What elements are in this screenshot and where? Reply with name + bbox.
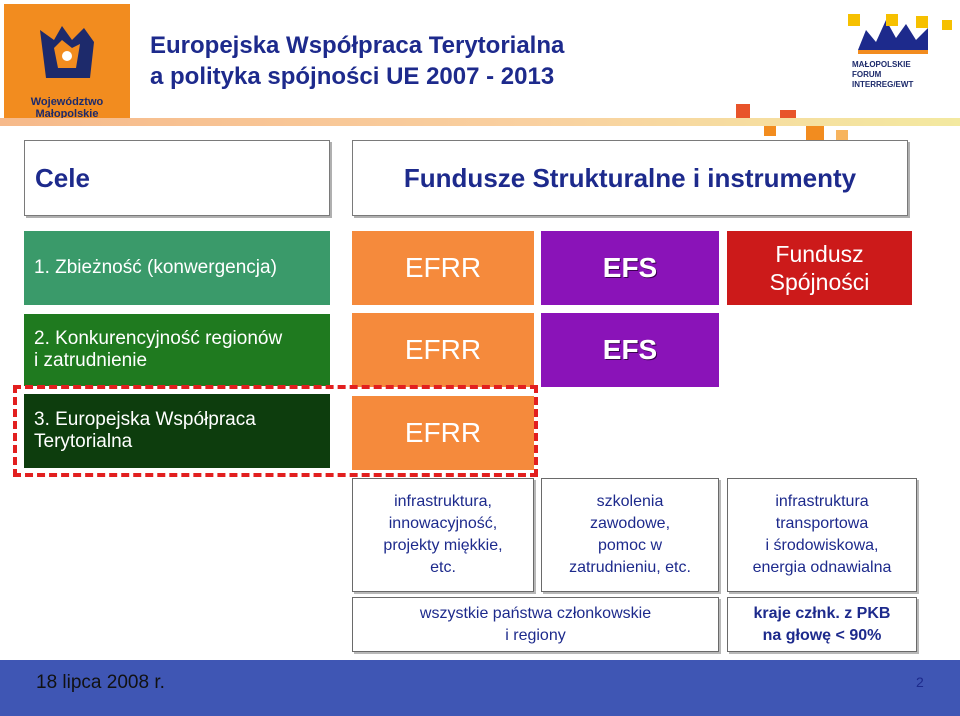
goals-heading: Cele xyxy=(24,140,330,216)
efrr-description-line: infrastruktura, xyxy=(394,493,492,510)
cohesion-fund-line-2: Spójności xyxy=(769,269,870,295)
footer-bar xyxy=(0,660,960,716)
decor-square xyxy=(916,16,928,28)
forum-logo: MAŁOPOLSKIE FORUM INTERREG/EWT xyxy=(848,12,944,104)
objective-2-line-1: 2. Konkurencyjność regionów xyxy=(34,328,283,349)
efs-description-line: zawodowe, xyxy=(589,515,671,532)
header-divider xyxy=(0,118,960,126)
cohesion-fund-box: Fundusz Spójności xyxy=(727,231,912,305)
efs-description: szkolenia zawodowe, pomoc w zatrudnieniu… xyxy=(541,478,719,592)
territorial-highlight-frame xyxy=(13,385,538,477)
forum-logo-line-1: MAŁOPOLSKIE xyxy=(852,60,911,69)
forum-logo-line-3: INTERREG/EWT xyxy=(852,80,914,89)
cohesion-description-line: i środowiskowa, xyxy=(765,537,879,554)
efs-box-convergence: EFS xyxy=(541,231,719,305)
structural-eligibility-line: wszystkie państwa członkowskie xyxy=(419,604,652,622)
efrr-box-territorial: EFRR xyxy=(352,396,534,470)
page-title: Europejska Współpraca Terytorialna a pol… xyxy=(150,30,750,92)
efrr-description: infrastruktura, innowacyjność, projekty … xyxy=(352,478,534,592)
cohesion-eligibility: kraje człnk. z PKB na głowę < 90% xyxy=(727,597,917,652)
objective-territorial-cooperation: 3. Europejska Współpraca Terytorialna xyxy=(24,394,330,468)
cohesion-eligibility-line: na głowę < 90% xyxy=(762,626,882,644)
footer-date: 18 lipca 2008 r. xyxy=(36,672,165,693)
structural-eligibility: wszystkie państwa członkowskie i regiony xyxy=(352,597,719,652)
funds-heading: Fundusze Strukturalne i instrumenty xyxy=(352,140,908,216)
efrr-description-line: projekty miękkie, xyxy=(383,537,503,554)
objective-competitiveness: 2. Konkurencyjność regionów i zatrudnien… xyxy=(24,314,330,386)
efrr-description-line: innowacyjność, xyxy=(388,515,498,532)
title-line-1: Europejska Współpraca Terytorialna xyxy=(150,32,565,59)
objective-3-line-1: 3. Europejska Współpraca xyxy=(34,409,256,430)
cohesion-description-line: transportowa xyxy=(775,515,869,532)
malopolska-logo: Województwo Małopolskie xyxy=(4,4,130,126)
efs-box-competitiveness: EFS xyxy=(541,313,719,387)
decor-square xyxy=(886,14,898,26)
decor-square xyxy=(764,124,776,136)
objective-1-label: 1. Zbieżność (konwergencja) xyxy=(34,257,277,278)
decor-square xyxy=(942,20,952,30)
logo-text-1: Województwo xyxy=(30,96,104,108)
objective-convergence: 1. Zbieżność (konwergencja) xyxy=(24,231,330,305)
cohesion-eligibility-line: kraje człnk. z PKB xyxy=(753,604,891,622)
cohesion-description-line: infrastruktura xyxy=(775,493,869,510)
efrr-box-competitiveness: EFRR xyxy=(352,313,534,387)
cohesion-description-line: energia odnawialna xyxy=(752,559,892,576)
decor-square xyxy=(836,130,848,142)
efrr-box-convergence: EFRR xyxy=(352,231,534,305)
efs-description-line: pomoc w xyxy=(597,537,662,554)
efs-description-line: szkolenia xyxy=(596,493,664,510)
logo-text-2: Małopolskie xyxy=(35,108,99,120)
efs-description-line: zatrudnieniu, etc. xyxy=(569,559,691,576)
cohesion-description: infrastruktura transportowa i środowisko… xyxy=(727,478,917,592)
forum-emblem-icon xyxy=(858,20,928,54)
cohesion-fund-line-1: Fundusz xyxy=(775,241,864,267)
objective-3-line-2: Terytorialna xyxy=(34,431,133,452)
objective-2-line-2: i zatrudnienie xyxy=(34,350,148,371)
decor-square xyxy=(806,126,824,144)
decor-square xyxy=(848,14,860,26)
crest-icon xyxy=(40,26,94,78)
forum-logo-line-2: FORUM xyxy=(852,70,882,79)
title-line-2: a polityka spójności UE 2007 - 2013 xyxy=(150,63,555,90)
efrr-description-line: etc. xyxy=(430,559,456,576)
structural-eligibility-line: i regiony xyxy=(505,626,566,644)
decor-square xyxy=(736,104,750,118)
page-number: 2 xyxy=(916,674,924,690)
